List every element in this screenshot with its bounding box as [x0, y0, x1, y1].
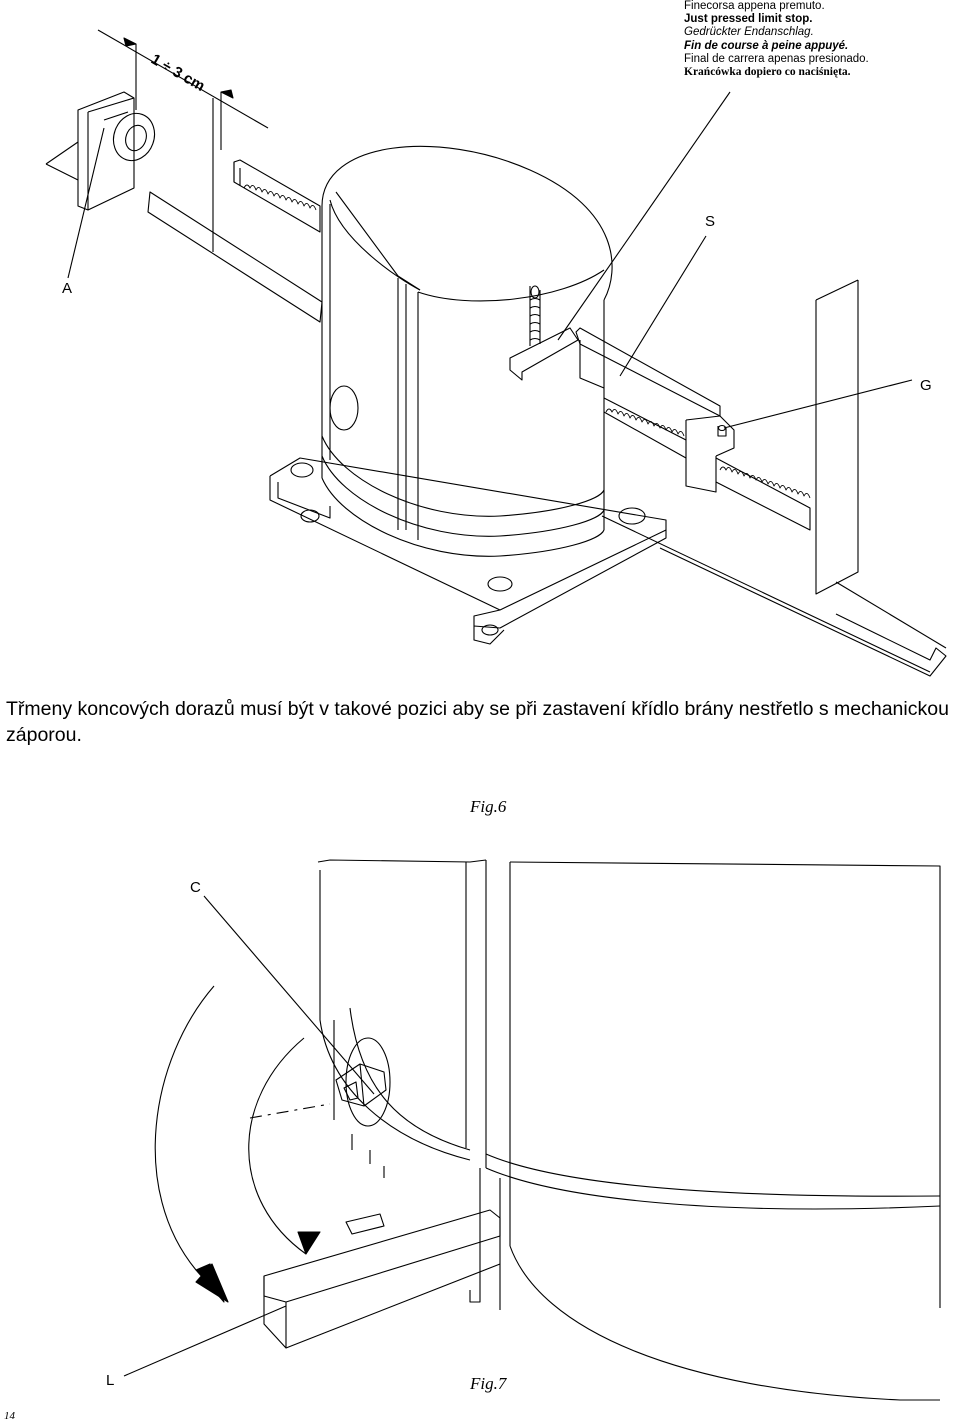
label-s: S — [705, 213, 715, 230]
page-number: 14 — [4, 1410, 15, 1422]
fig7-drawing: C L — [106, 859, 941, 1401]
label-c: C — [190, 879, 201, 896]
note-french: Fin de course à peine appuyé. — [684, 39, 849, 52]
dimension-label: 1 ÷ 3 cm — [148, 51, 208, 95]
note-english: Just pressed limit stop. — [684, 13, 813, 26]
fig6-drawing: 1 ÷ 3 cm — [45, 29, 947, 677]
label-a: A — [62, 280, 72, 297]
note-polish: Krańcówka dopiero co naciśnięta. — [684, 66, 851, 79]
limit-stop-note: Finecorsa appena premuto. Just pressed l… — [684, 0, 869, 79]
label-g: G — [920, 377, 932, 394]
note-italian: Finecorsa appena premuto. — [684, 0, 825, 12]
note-german: Gedrückter Endanschlag. — [684, 26, 814, 39]
note-spanish: Final de carrera apenas presionado. — [684, 52, 869, 65]
fig6-title: Fig.6 — [470, 797, 507, 816]
caption-text: Třmeny koncových dorazů musí být v takov… — [6, 698, 949, 746]
fig7-title: Fig.7 — [470, 1374, 507, 1393]
label-l: L — [106, 1372, 114, 1389]
